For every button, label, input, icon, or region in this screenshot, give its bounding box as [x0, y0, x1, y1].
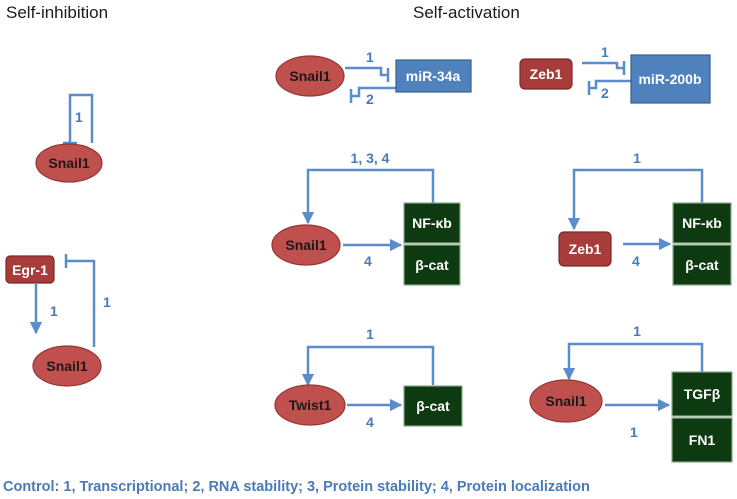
- edge-label: 2: [366, 91, 374, 107]
- edge-label: 4: [632, 253, 640, 269]
- edge-label: 2: [601, 85, 609, 101]
- bcat-node: [672, 244, 732, 286]
- mir200b-label: miR-200b: [638, 71, 701, 87]
- snail1-node: [32, 345, 102, 387]
- snail1-to-egr1-edge: [66, 259, 96, 347]
- snail1-node: [35, 143, 103, 183]
- edge-label: 1: [75, 109, 83, 125]
- bcat-label: β-cat: [416, 398, 450, 414]
- snail1-label: Snail1: [289, 68, 330, 84]
- snail1-label: Snail1: [46, 358, 87, 374]
- bcat-label: β-cat: [685, 257, 719, 273]
- zeb1-mir200b-loop: Zeb1 1 2 miR-200b: [519, 44, 711, 104]
- edge-label: 1: [633, 323, 641, 339]
- twist1-bcat-loop: 1 Twist1 4 β-cat: [274, 326, 463, 430]
- snail1-mir34a-loop: Snail1 1 2 miR-34a: [275, 49, 472, 107]
- zeb1-node: [558, 231, 612, 267]
- mir200b-to-zeb1-edge: [589, 79, 631, 90]
- self-loop-edge: [68, 93, 94, 143]
- snail1-label: Snail1: [545, 393, 586, 409]
- mir200b-node: [630, 54, 711, 104]
- edge-label: 1: [630, 424, 638, 440]
- snail1-label: Snail1: [285, 237, 326, 253]
- edge-label: 1: [50, 303, 58, 319]
- fn1-node: [671, 417, 733, 463]
- snail1-to-mir34a-edge: [345, 66, 388, 77]
- edge-label: 1: [633, 150, 641, 166]
- zeb1-label: Zeb1: [569, 241, 602, 257]
- feedback-edge: [567, 168, 704, 231]
- snail1-tgfb-fn1-loop: 1 Snail1 1 TGFβ FN1: [529, 323, 733, 463]
- zeb1-nfkb-bcat-loop: 1 Zeb1 4 NF-κb β-cat: [558, 150, 732, 286]
- heading-self-inhibition: Self-inhibition: [6, 3, 108, 22]
- tgfb-label: TGFβ: [684, 386, 721, 402]
- edge-label: 1: [366, 326, 374, 342]
- edge-label: 4: [366, 414, 374, 430]
- tgfb-node: [671, 371, 733, 417]
- nfkb-node: [403, 202, 461, 244]
- nfkb-label: NF-κb: [682, 215, 722, 231]
- mir34a-label: miR-34a: [406, 68, 461, 84]
- snail1-node: [271, 224, 341, 266]
- edge-label: 1: [366, 49, 374, 65]
- zeb1-label: Zeb1: [530, 66, 563, 82]
- feedback-edge: [562, 342, 704, 381]
- twist1-node: [274, 384, 346, 426]
- fn1-label: FN1: [689, 432, 716, 448]
- twist1-label: Twist1: [289, 397, 332, 413]
- snail1-nfkb-bcat-loop: 1, 3, 4 Snail1 4 NF-κb β-cat: [271, 150, 461, 286]
- feedback-edge: [301, 168, 435, 225]
- edge-label: 1: [601, 44, 609, 60]
- edge-label: 1, 3, 4: [351, 150, 390, 166]
- nfkb-label: NF-κb: [412, 215, 452, 231]
- nfkb-node: [672, 202, 732, 244]
- snail1-label: Snail1: [48, 155, 89, 171]
- mir34a-node: [395, 59, 472, 93]
- egr1-label: Egr-1: [12, 262, 48, 278]
- edge-label: 4: [364, 253, 372, 269]
- snail1-node: [275, 55, 345, 97]
- bcat-node: [403, 244, 461, 286]
- bcat-label: β-cat: [415, 257, 449, 273]
- mir34a-to-snail1-edge: [351, 86, 396, 98]
- egr1-node: [5, 255, 55, 284]
- heading-self-activation: Self-activation: [413, 3, 520, 22]
- zeb1-node: [519, 58, 573, 90]
- egr1-snail1-loop: Egr-1 1 1 Snail1: [5, 254, 111, 387]
- snail1-node: [529, 379, 603, 423]
- legend-text: Control: 1, Transcriptional; 2, RNA stab…: [3, 479, 590, 495]
- bcat-node: [403, 385, 463, 427]
- zeb1-to-mir200b-edge: [582, 61, 624, 70]
- snail1-self-inhibition-loop: 1 Snail1: [35, 93, 103, 183]
- feedback-edge: [301, 345, 435, 387]
- edge-label: 1: [103, 294, 111, 310]
